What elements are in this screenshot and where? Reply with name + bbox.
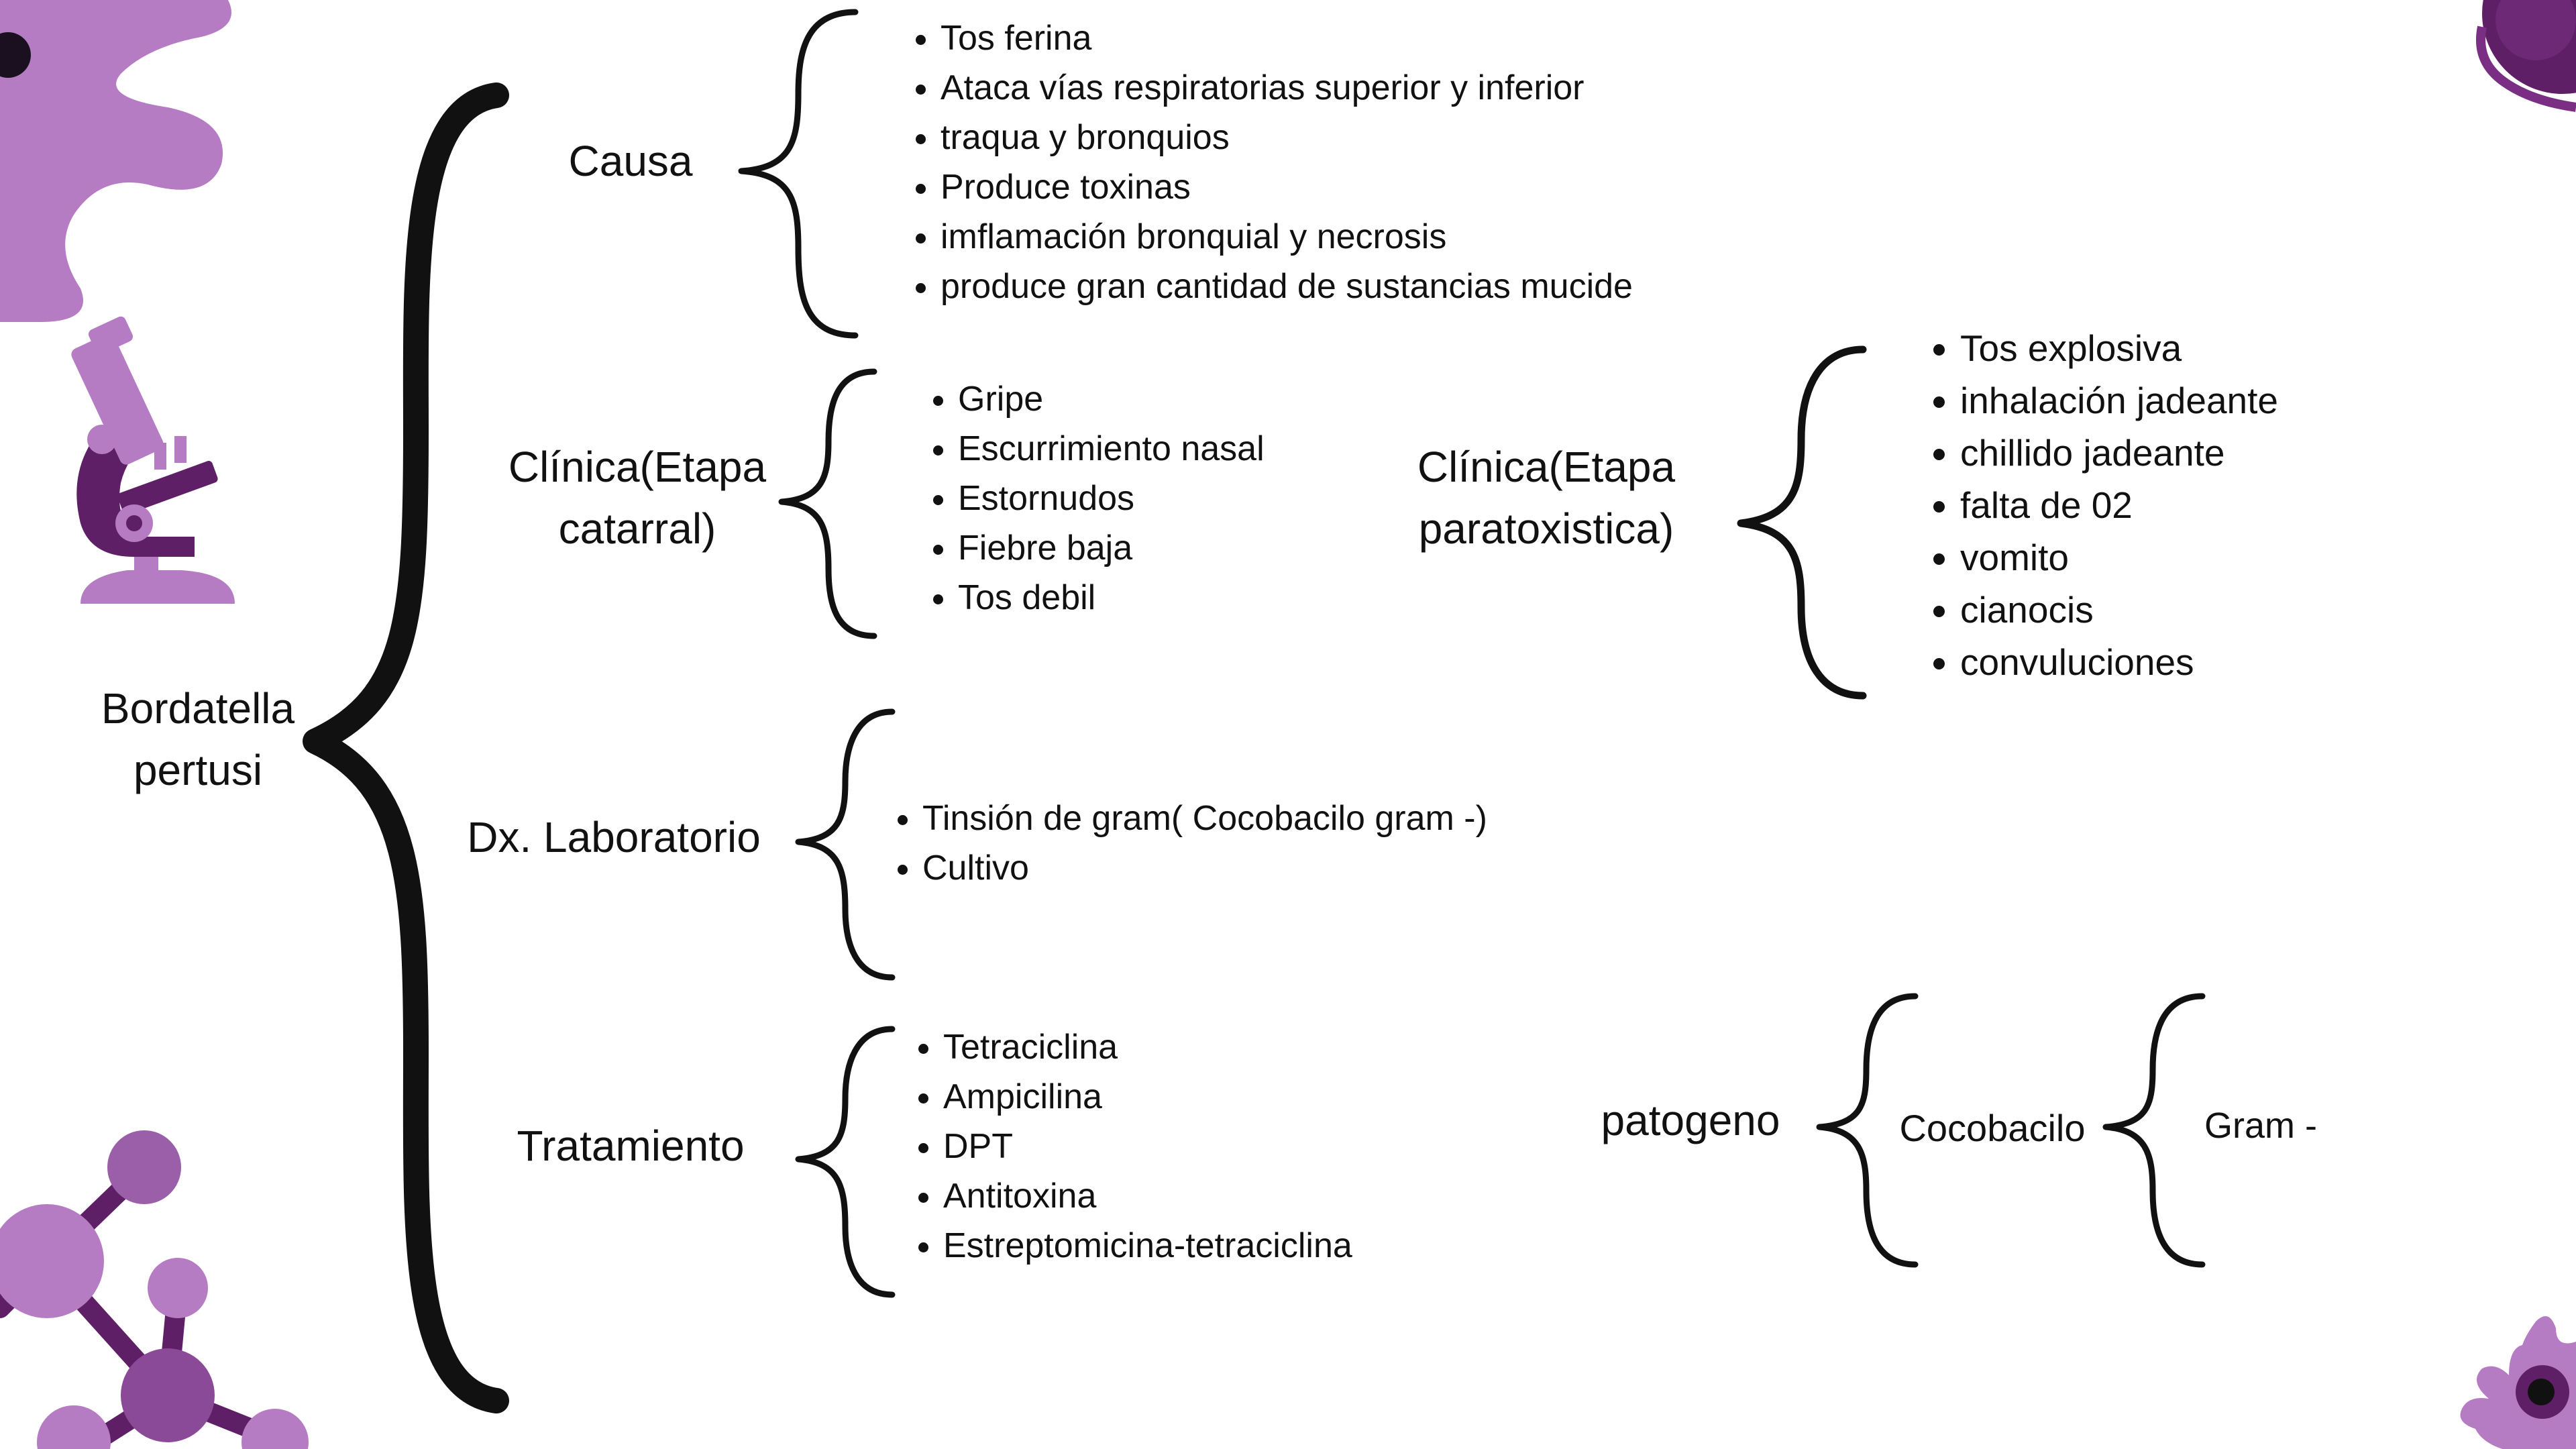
catarral-list: Gripe Escurrimiento nasal Estornudos Fie… (930, 374, 1265, 623)
paratoxistica-brace (1737, 345, 1867, 700)
laboratorio-list: Tinsión de gram( Cocobacilo gram -) Cult… (894, 794, 1487, 893)
root-label-line1: Bordatella (101, 684, 295, 733)
list-item: inhalación jadeante (1960, 374, 2278, 427)
paratoxistica-label-line2: paratoxistica) (1418, 504, 1674, 553)
list-item: vomito (1960, 531, 2278, 584)
list-item: Tinsión de gram( Cocobacilo gram -) (922, 794, 1487, 843)
causa-list: Tos ferina Ataca vías respiratorias supe… (912, 13, 1633, 311)
tratamiento-brace (795, 1026, 896, 1298)
paratoxistica-label: Clínica(Etapa paratoxistica) (1379, 436, 1714, 559)
list-item: Tos ferina (941, 13, 1633, 63)
main-brace (303, 83, 509, 1413)
list-item: Estornudos (958, 474, 1265, 523)
cocobacilo-label: Cocobacilo (1899, 1107, 2086, 1149)
virus-top-right-icon (2476, 0, 2576, 112)
paratoxistica-list: Tos explosiva inhalación jadeante chilli… (1932, 322, 2278, 688)
patogeno-brace (1816, 993, 1919, 1268)
list-item: Produce toxinas (941, 162, 1633, 212)
tratamiento-label: Tratamiento (517, 1122, 745, 1170)
list-item: Cultivo (922, 843, 1487, 893)
paratoxistica-label-line1: Clínica(Etapa (1417, 443, 1676, 491)
catarral-brace (778, 368, 877, 639)
list-item: Ataca vías respiratorias superior y infe… (941, 63, 1633, 113)
list-item: convuluciones (1960, 636, 2278, 688)
list-item: falta de 02 (1960, 479, 2278, 531)
patogeno-label: patogeno (1601, 1096, 1780, 1144)
virus-bottom-right-icon (2460, 1316, 2576, 1449)
list-item: Tos explosiva (1960, 322, 2278, 374)
root-label-line2: pertusi (133, 746, 263, 794)
list-item: produce gran cantidad de sustancias muci… (941, 262, 1633, 311)
list-item: Estreptomicina-tetraciclina (943, 1221, 1352, 1271)
list-item: Ampicilina (943, 1072, 1352, 1122)
cocobacilo-brace (2102, 993, 2206, 1268)
laboratorio-brace (795, 708, 896, 981)
gram-label: Gram - (2204, 1106, 2317, 1146)
list-item: imflamación bronquial y necrosis (941, 212, 1633, 262)
list-item: DPT (943, 1122, 1352, 1171)
list-item: Fiebre baja (958, 523, 1265, 573)
tratamiento-list: Tetraciclina Ampicilina DPT Antitoxina E… (915, 1022, 1352, 1271)
catarral-label: Clínica(Etapa catarral) (470, 436, 805, 559)
catarral-label-line1: Clínica(Etapa (508, 443, 767, 491)
laboratorio-label: Dx. Laboratorio (467, 813, 761, 861)
list-item: Tetraciclina (943, 1022, 1352, 1072)
molecule-icon (0, 1130, 309, 1449)
list-item: Gripe (958, 374, 1265, 424)
catarral-label-line2: catarral) (558, 504, 716, 553)
list-item: chillido jadeante (1960, 427, 2278, 479)
list-item: traqua y bronquios (941, 113, 1633, 162)
root-label: Bordatella pertusi (64, 678, 332, 801)
virus-blob-top-left-icon (0, 0, 231, 322)
list-item: cianocis (1960, 584, 2278, 636)
list-item: Escurrimiento nasal (958, 424, 1265, 474)
microscope-icon (71, 316, 235, 604)
list-item: Tos debil (958, 573, 1265, 623)
list-item: Antitoxina (943, 1171, 1352, 1221)
causa-label: Causa (568, 137, 693, 185)
causa-brace (738, 9, 859, 339)
